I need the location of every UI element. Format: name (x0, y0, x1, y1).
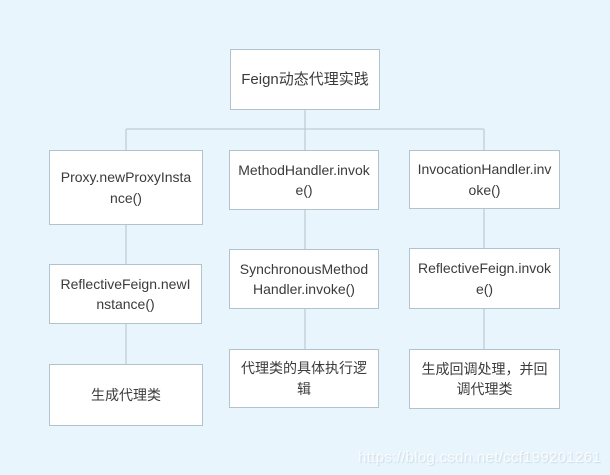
node-reflectivefeign-invoke: ReflectiveFeign.invoke() (409, 248, 560, 309)
node-invocationhandler-invoke: InvocationHandler.invoke() (409, 150, 560, 209)
node-generate-proxy-class: 生成代理类 (49, 364, 203, 426)
node-reflectivefeign-newinstance: ReflectiveFeign.newInstance() (49, 264, 202, 324)
node-proxy-execution-logic: 代理类的具体执行逻辑 (229, 349, 379, 408)
node-proxy-newproxyinstance: Proxy.newProxyInstance() (49, 150, 203, 225)
node-synchronousmethodhandler-invoke: SynchronousMethodHandler.invoke() (229, 249, 379, 309)
csdn-watermark: https://blog.csdn.net/ccf199201261 (358, 449, 601, 466)
node-generate-callback-handler: 生成回调处理，并回调代理类 (409, 349, 560, 409)
node-feign-dynamic-proxy-root: Feign动态代理实践 (230, 49, 380, 110)
node-methodhandler-invoke: MethodHandler.invoke() (229, 150, 379, 210)
